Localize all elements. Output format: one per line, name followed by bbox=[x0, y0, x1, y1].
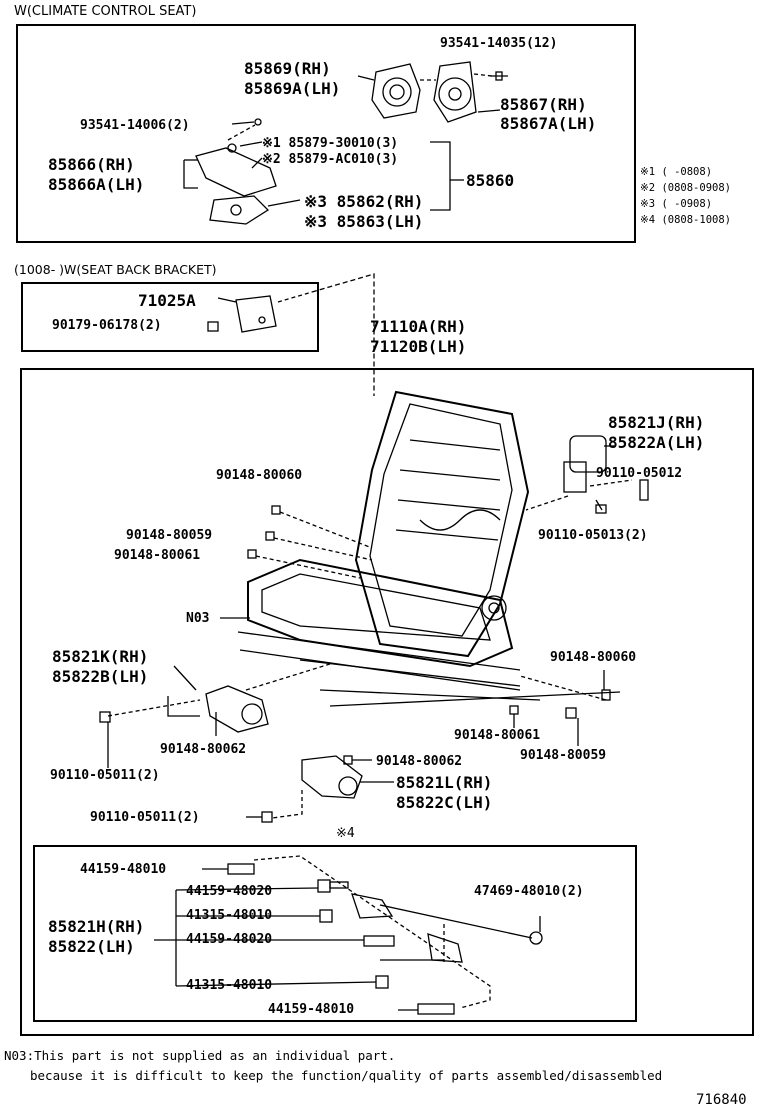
part-label: 93541-14006(2) bbox=[80, 118, 190, 133]
part-label: 90110-05012 bbox=[596, 466, 683, 481]
part-label: 85867A(LH) bbox=[500, 114, 597, 133]
part-label: 85866A(LH) bbox=[48, 175, 145, 194]
legend-item: ※1 ( -0808) bbox=[640, 166, 713, 178]
part-label: 71025A bbox=[138, 291, 196, 310]
part-label: 44159-48010 bbox=[268, 1002, 355, 1017]
part-label: N03 bbox=[186, 611, 210, 626]
part-label: ※1 85879-30010(3) bbox=[262, 136, 399, 151]
part-label: ※3 85862(RH) bbox=[304, 192, 424, 211]
footnote-line-2: because it is difficult to keep the func… bbox=[30, 1068, 663, 1083]
part-label: ※2 85879-AC010(3) bbox=[262, 152, 399, 167]
part-label: 85866(RH) bbox=[48, 155, 135, 174]
part-label: 85869A(LH) bbox=[244, 79, 341, 98]
period-legend: ※1 ( -0808) ※2 (0808-0908) ※3 ( -0908) ※… bbox=[640, 164, 731, 228]
footnote-line-1: N03:This part is not supplied as an indi… bbox=[4, 1048, 396, 1063]
part-label: 85822C(LH) bbox=[396, 793, 493, 812]
part-label: 90110-05011(2) bbox=[90, 810, 200, 825]
recliner-motor-sketch bbox=[563, 435, 607, 493]
part-label: 90179-06178(2) bbox=[52, 318, 162, 333]
part-label: 85821J(RH) bbox=[608, 413, 705, 432]
duct-assembly-sketch bbox=[195, 118, 277, 225]
part-label: 44159-48020 bbox=[186, 884, 273, 899]
part-label: 71110A(RH) bbox=[370, 317, 467, 336]
legend-item: ※3 ( -0908) bbox=[640, 198, 713, 210]
part-label: 85821K(RH) bbox=[52, 647, 149, 666]
part-label: ※3 85863(LH) bbox=[304, 212, 424, 231]
slide-motor-sketch bbox=[301, 755, 363, 799]
part-label: 85869(RH) bbox=[244, 59, 331, 78]
part-label: 85822A(LH) bbox=[608, 433, 705, 452]
bracket-section-title: (1008- )W(SEAT BACK BRACKET) bbox=[14, 262, 217, 277]
part-label: 85860 bbox=[466, 171, 515, 190]
part-label: 71120B(LH) bbox=[370, 337, 467, 356]
bracket-sketch bbox=[207, 295, 277, 333]
seat-heater-plate-sketch bbox=[371, 63, 421, 119]
blower-fan-sketch bbox=[433, 61, 508, 123]
part-label: 44159-48020 bbox=[186, 932, 273, 947]
part-label: 47469-48010(2) bbox=[474, 884, 584, 899]
figure-number: 716840 bbox=[696, 1092, 747, 1108]
main-assembly-frame bbox=[20, 368, 754, 1036]
part-label: 85821L(RH) bbox=[396, 773, 493, 792]
part-label: 90110-05013(2) bbox=[538, 528, 648, 543]
part-label: 90148-80061 bbox=[454, 728, 541, 743]
climate-control-seat-frame bbox=[16, 24, 636, 243]
period-mark: ※4 bbox=[336, 826, 355, 841]
part-label: 85821H(RH) bbox=[48, 917, 145, 936]
climate-section-title: W(CLIMATE CONTROL SEAT) bbox=[14, 4, 197, 19]
part-label: 90148-80062 bbox=[160, 742, 247, 757]
part-label: 44159-48010 bbox=[80, 862, 167, 877]
part-label: 90148-80059 bbox=[520, 748, 607, 763]
seat-frame-sketch bbox=[237, 390, 621, 707]
part-label: 41315-48010 bbox=[186, 978, 273, 993]
legend-item: ※2 (0808-0908) bbox=[640, 182, 731, 194]
part-label: 90148-80060 bbox=[216, 468, 303, 483]
part-label: 90148-80059 bbox=[126, 528, 213, 543]
part-label: 85867(RH) bbox=[500, 95, 587, 114]
part-label: 90148-80060 bbox=[550, 650, 637, 665]
seat-back-bracket-frame bbox=[21, 282, 319, 352]
part-label: 93541-14035(12) bbox=[440, 36, 558, 51]
legend-item: ※4 (0808-1008) bbox=[640, 214, 731, 226]
part-label: 90110-05011(2) bbox=[50, 768, 160, 783]
motor-subassembly-frame bbox=[33, 845, 637, 1022]
part-label: 41315-48010 bbox=[186, 908, 273, 923]
part-label: 85822(LH) bbox=[48, 937, 135, 956]
part-label: 90148-80061 bbox=[114, 548, 201, 563]
lifter-motor-sketch bbox=[205, 685, 269, 733]
part-label: 85822B(LH) bbox=[52, 667, 149, 686]
part-label: 90148-80062 bbox=[376, 754, 463, 769]
power-seat-motor-sketch bbox=[227, 863, 543, 1015]
